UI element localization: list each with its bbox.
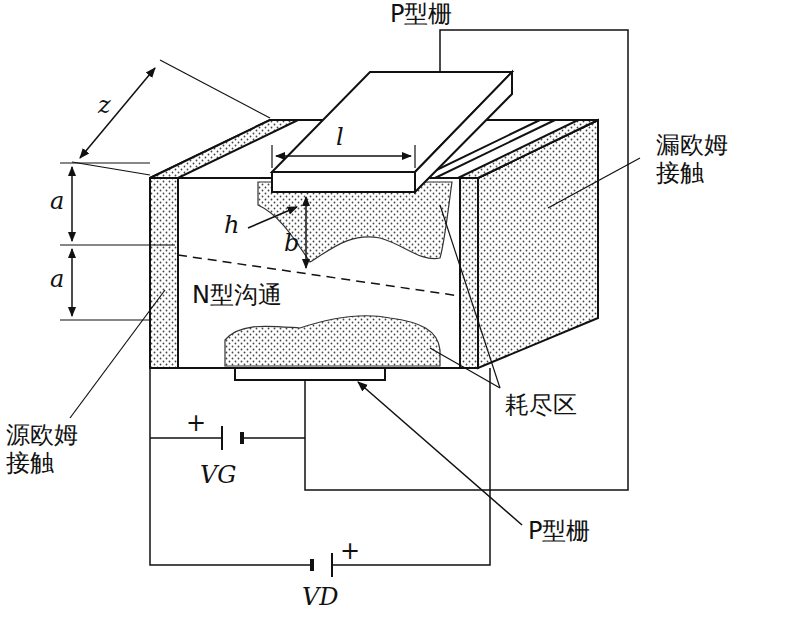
dimension-label: a: [50, 266, 64, 294]
polarity-sign: +: [340, 538, 360, 566]
dimension-label: z: [98, 92, 111, 120]
gate-label: P型栅: [390, 1, 452, 29]
depletion-label: 耗尽区: [505, 392, 577, 420]
contact-label: 漏欧姆 接触: [656, 132, 730, 187]
dimension-label: a: [50, 188, 64, 216]
channel-label: N型沟通: [192, 282, 282, 310]
polarity-sign: +: [186, 410, 206, 438]
gate-label: P型栅: [528, 518, 590, 546]
dimension-label: b: [284, 230, 299, 258]
voltage-label: VG: [200, 462, 237, 490]
dimension-label: l: [336, 124, 344, 152]
dimension-label: h: [224, 212, 239, 240]
voltage-label: VD: [302, 584, 339, 612]
contact-label: 源欧姆 接触: [6, 422, 80, 477]
